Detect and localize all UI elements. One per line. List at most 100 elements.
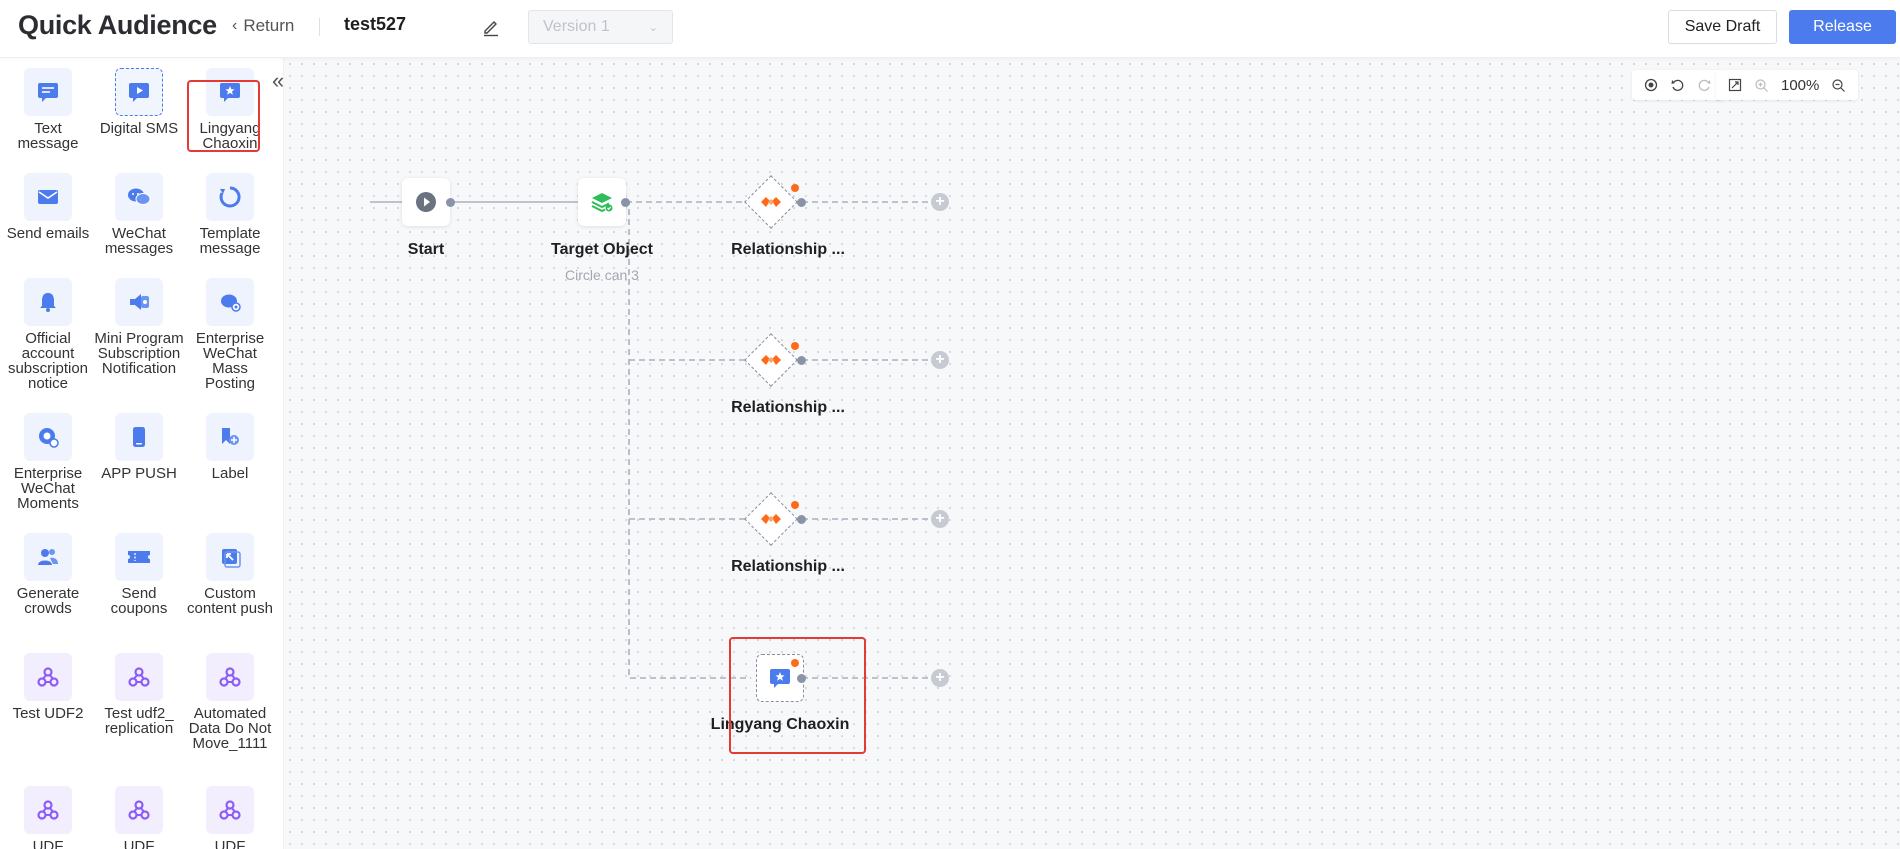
palette-item-automated-data[interactable]: Automated Data Do Not Move_1111 <box>185 653 275 751</box>
add-node-button-4[interactable]: + <box>931 669 949 687</box>
add-node-button-3[interactable]: + <box>931 510 949 528</box>
version-select[interactable]: Version 1 ⌄ <box>528 10 673 44</box>
relationship-label-1: Relationship ... <box>731 241 845 258</box>
palette-label: Send emails <box>6 225 90 242</box>
palette-item-udf-3[interactable]: UDF <box>185 786 275 849</box>
palette-item-lingyang-chaoxin[interactable]: Lingyang Chaoxin <box>185 68 275 149</box>
edit-pencil-icon[interactable] <box>481 17 501 37</box>
enterprise-wechat-icon <box>206 278 254 326</box>
palette-item-mini-program[interactable]: Mini Program Subscription Notification <box>94 278 184 376</box>
chevron-left-icon: ‹ <box>232 17 238 34</box>
lingyang-port[interactable] <box>797 674 806 683</box>
target-port[interactable] <box>621 198 630 207</box>
lingyang-chaoxin-node[interactable] <box>756 654 804 702</box>
phone-icon <box>115 413 163 461</box>
star-message-icon <box>206 68 254 116</box>
palette-item-send-emails[interactable]: Send emails <box>3 173 93 241</box>
release-button[interactable]: Release <box>1789 10 1896 44</box>
palette-item-enterprise-wechat-mass[interactable]: Enterprise WeChat Mass Posting <box>185 278 275 391</box>
palette-item-text-message[interactable]: Text message <box>3 68 93 151</box>
add-node-button-1[interactable]: + <box>931 193 949 211</box>
start-port[interactable] <box>446 198 455 207</box>
palette-item-test-udf2[interactable]: Test UDF2 <box>3 653 93 721</box>
palette-label: Mini Program Subscription Notification <box>94 330 184 377</box>
palette-item-enterprise-wechat-moments[interactable]: Enterprise WeChat Moments <box>3 413 93 511</box>
record-icon[interactable] <box>1644 78 1658 92</box>
return-label: Return <box>243 16 295 35</box>
palette-label: Test udf2_ replication <box>104 705 174 737</box>
udf-icon <box>24 653 72 701</box>
coupon-icon <box>115 533 163 581</box>
palette-item-digital-sms[interactable]: Digital SMS <box>94 68 184 136</box>
version-value: Version 1 <box>543 18 610 35</box>
save-draft-button[interactable]: Save Draft <box>1668 10 1777 44</box>
status-dot <box>791 184 799 192</box>
target-object-subtitle: Circle can 3 <box>565 267 639 283</box>
return-button[interactable]: ‹ Return <box>232 16 294 36</box>
flow-canvas[interactable]: 100% Start Target Object Circle can 3 + … <box>284 58 1900 849</box>
fit-screen-icon[interactable] <box>1728 78 1742 92</box>
digital-sms-icon <box>115 68 163 116</box>
target-object-label: Target Object <box>551 241 653 258</box>
palette-item-generate-crowds[interactable]: Generate crowds <box>3 533 93 616</box>
udf-icon <box>206 786 254 834</box>
status-dot <box>791 501 799 509</box>
palette-item-udf-2[interactable]: UDF <box>94 786 184 849</box>
palette-label: Label <box>211 465 249 482</box>
relationship-label-3: Relationship ... <box>731 558 845 575</box>
udf-icon <box>206 653 254 701</box>
palette-label: Text message <box>17 120 79 152</box>
palette-label: UDF <box>123 838 155 849</box>
target-object-node[interactable] <box>578 178 626 226</box>
udf-icon <box>115 653 163 701</box>
palette-item-send-coupons[interactable]: Send coupons <box>94 533 184 616</box>
target-stack-icon <box>591 193 613 213</box>
status-dot <box>791 659 799 667</box>
lingyang-chaoxin-label: Lingyang Chaoxin <box>710 716 850 733</box>
relationship-label-2: Relationship ... <box>731 399 845 416</box>
redo-icon[interactable] <box>1697 78 1712 93</box>
relationship-port-2[interactable] <box>797 356 806 365</box>
component-palette: « Text message Digital SMS Lingyang Chao… <box>0 58 284 849</box>
play-icon <box>416 192 436 212</box>
palette-label: Template message <box>199 225 261 257</box>
palette-item-custom-content-push[interactable]: Custom content push <box>185 533 275 616</box>
palette-label: APP PUSH <box>101 465 177 482</box>
undo-icon[interactable] <box>1670 78 1685 93</box>
palette-item-template-message[interactable]: Template message <box>185 173 275 256</box>
add-node-button-2[interactable]: + <box>931 351 949 369</box>
flow-name: test527 <box>344 14 407 34</box>
bell-icon <box>24 278 72 326</box>
palette-item-official-account[interactable]: Official account subscription notice <box>3 278 93 391</box>
palette-label: Digital SMS <box>99 120 179 137</box>
moments-icon <box>24 413 72 461</box>
zoom-in-icon[interactable] <box>1754 78 1769 93</box>
palette-item-udf-1[interactable]: UDF <box>3 786 93 849</box>
start-label: Start <box>407 241 445 258</box>
wechat-icon <box>115 173 163 221</box>
flow-edges <box>370 201 931 679</box>
palette-label: UDF <box>32 838 64 849</box>
relationship-port-3[interactable] <box>797 515 806 524</box>
palette-label: Enterprise WeChat Moments <box>13 465 83 512</box>
status-dot <box>791 342 799 350</box>
start-node[interactable] <box>402 178 450 226</box>
chevron-down-icon: ⌄ <box>648 21 658 34</box>
palette-item-test-udf2-replication[interactable]: Test udf2_ replication <box>94 653 184 736</box>
palette-label: Automated Data Do Not Move_1111 <box>188 705 272 752</box>
zoom-toolbar: 100% <box>1716 70 1859 100</box>
palette-label: Enterprise WeChat Mass Posting <box>195 330 265 392</box>
collapse-sidebar-icon[interactable]: « <box>272 68 284 93</box>
palette-label: UDF <box>214 838 246 849</box>
star-message-icon <box>770 669 790 688</box>
history-toolbar <box>1632 70 1724 100</box>
udf-icon <box>24 786 72 834</box>
palette-item-app-push[interactable]: APP PUSH <box>94 413 184 481</box>
palette-item-wechat-messages[interactable]: WeChat messages <box>94 173 184 256</box>
push-arrow-icon <box>206 533 254 581</box>
mail-icon <box>24 173 72 221</box>
palette-item-label[interactable]: Label <box>185 413 275 481</box>
palette-label: Lingyang Chaoxin <box>199 121 261 149</box>
zoom-out-icon[interactable] <box>1831 78 1846 93</box>
relationship-port-1[interactable] <box>797 198 806 207</box>
